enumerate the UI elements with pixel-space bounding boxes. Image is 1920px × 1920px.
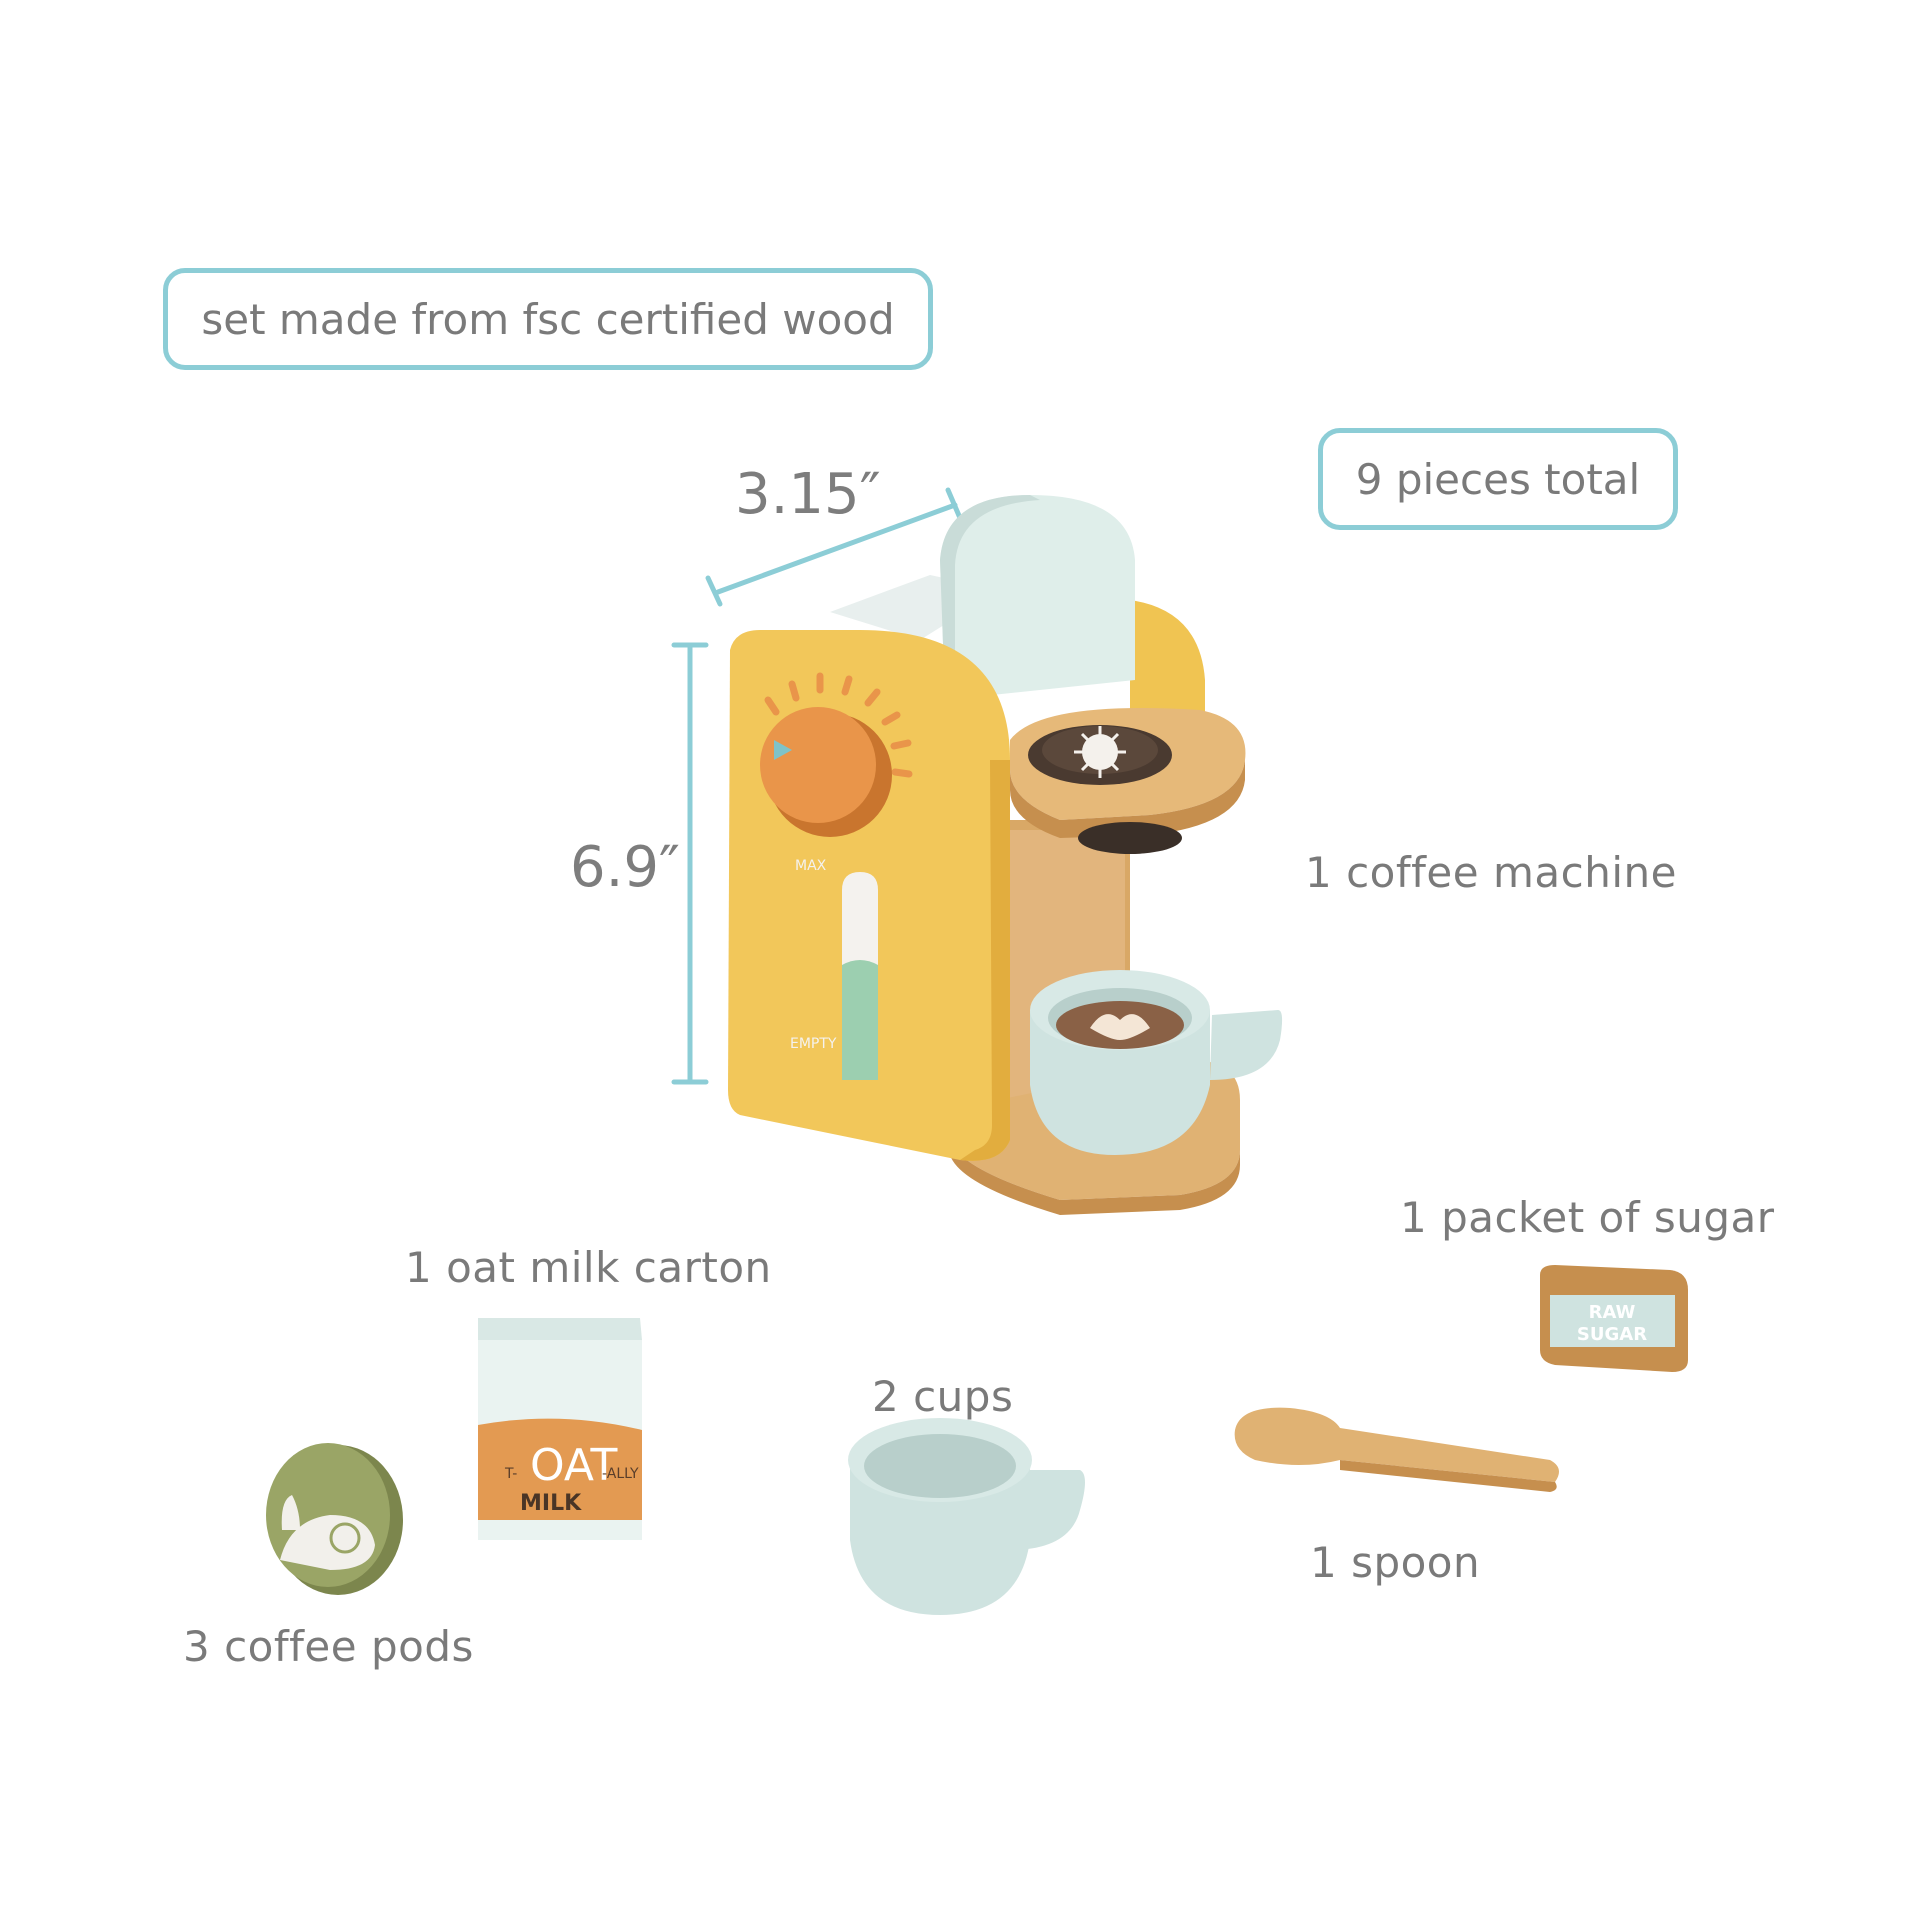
coffee-machine-label: 1 coffee machine xyxy=(1305,848,1677,897)
sugar-sugar-text: SUGAR xyxy=(1577,1324,1647,1345)
sugar-raw-text: RAW xyxy=(1589,1302,1636,1323)
milk-prefix-text: T- xyxy=(504,1466,517,1482)
width-dimension-label: 3.15″ xyxy=(735,462,881,527)
height-dimension-line xyxy=(671,642,709,1085)
oat-milk-carton: OAT T- -ALLY MILK xyxy=(478,1318,642,1540)
milk-suffix-text: -ALLY xyxy=(602,1466,639,1482)
coffee-pods-label: 3 coffee pods xyxy=(183,1622,474,1671)
empty-mark: EMPTY xyxy=(790,1036,837,1052)
sugar-packet: RAW SUGAR xyxy=(1540,1265,1688,1372)
sugar-packet-label: 1 packet of sugar xyxy=(1400,1193,1775,1242)
width-dimension-line xyxy=(705,487,963,607)
material-badge-text: set made from fsc certified wood xyxy=(201,294,895,344)
oat-milk-label: 1 oat milk carton xyxy=(405,1243,772,1292)
material-badge: set made from fsc certified wood xyxy=(163,268,933,370)
height-dimension-label: 6.9″ xyxy=(570,835,680,900)
max-mark: MAX xyxy=(795,858,827,874)
cups-label: 2 cups xyxy=(872,1372,1014,1421)
spoon xyxy=(1234,1407,1559,1492)
milk-word-text: MILK xyxy=(520,1491,582,1516)
spoon-label: 1 spoon xyxy=(1310,1538,1481,1587)
coffee-machine: MAX EMPTY xyxy=(728,495,1283,1215)
coffee-pod xyxy=(266,1443,403,1595)
milk-oat-text: OAT xyxy=(530,1440,618,1491)
cup xyxy=(848,1418,1085,1615)
pieces-badge: 9 pieces total xyxy=(1318,428,1678,530)
pieces-badge-text: 9 pieces total xyxy=(1355,454,1641,504)
